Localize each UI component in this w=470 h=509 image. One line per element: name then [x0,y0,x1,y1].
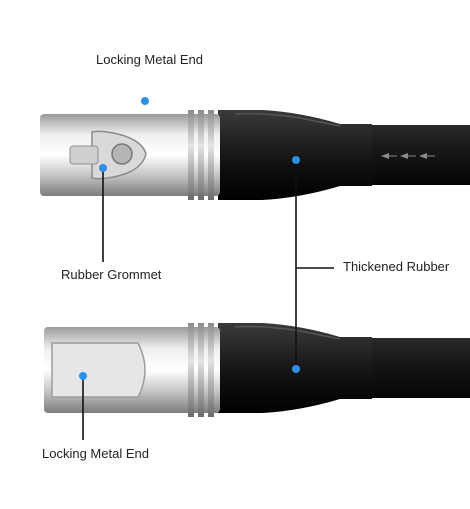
marker-rubber-grommet [99,164,107,172]
marker-thickened-rubber-bottom [292,365,300,373]
rubber-grommet [111,143,133,165]
label-top-locking-metal-end: Locking Metal End [96,52,203,67]
bottom-cable [360,338,470,398]
top-cable [360,125,470,185]
callout-lines [82,160,334,440]
label-bottom-locking-metal-end: Locking Metal End [42,446,149,461]
male-xlr-connector [44,323,470,417]
female-xlr-connector [40,110,470,200]
marker-thickened-rubber-top [292,156,300,164]
metal-end-recess [51,342,146,398]
label-rubber-grommet: Rubber Grommet [61,267,162,282]
callout-markers [79,97,300,380]
cable-direction-arrows [381,153,435,159]
marker-top-metal-end [141,97,149,105]
top-rubber-boot [218,110,372,200]
label-thickened-rubber: Thickened Rubber [343,259,450,274]
marker-bottom-metal-end [79,372,87,380]
